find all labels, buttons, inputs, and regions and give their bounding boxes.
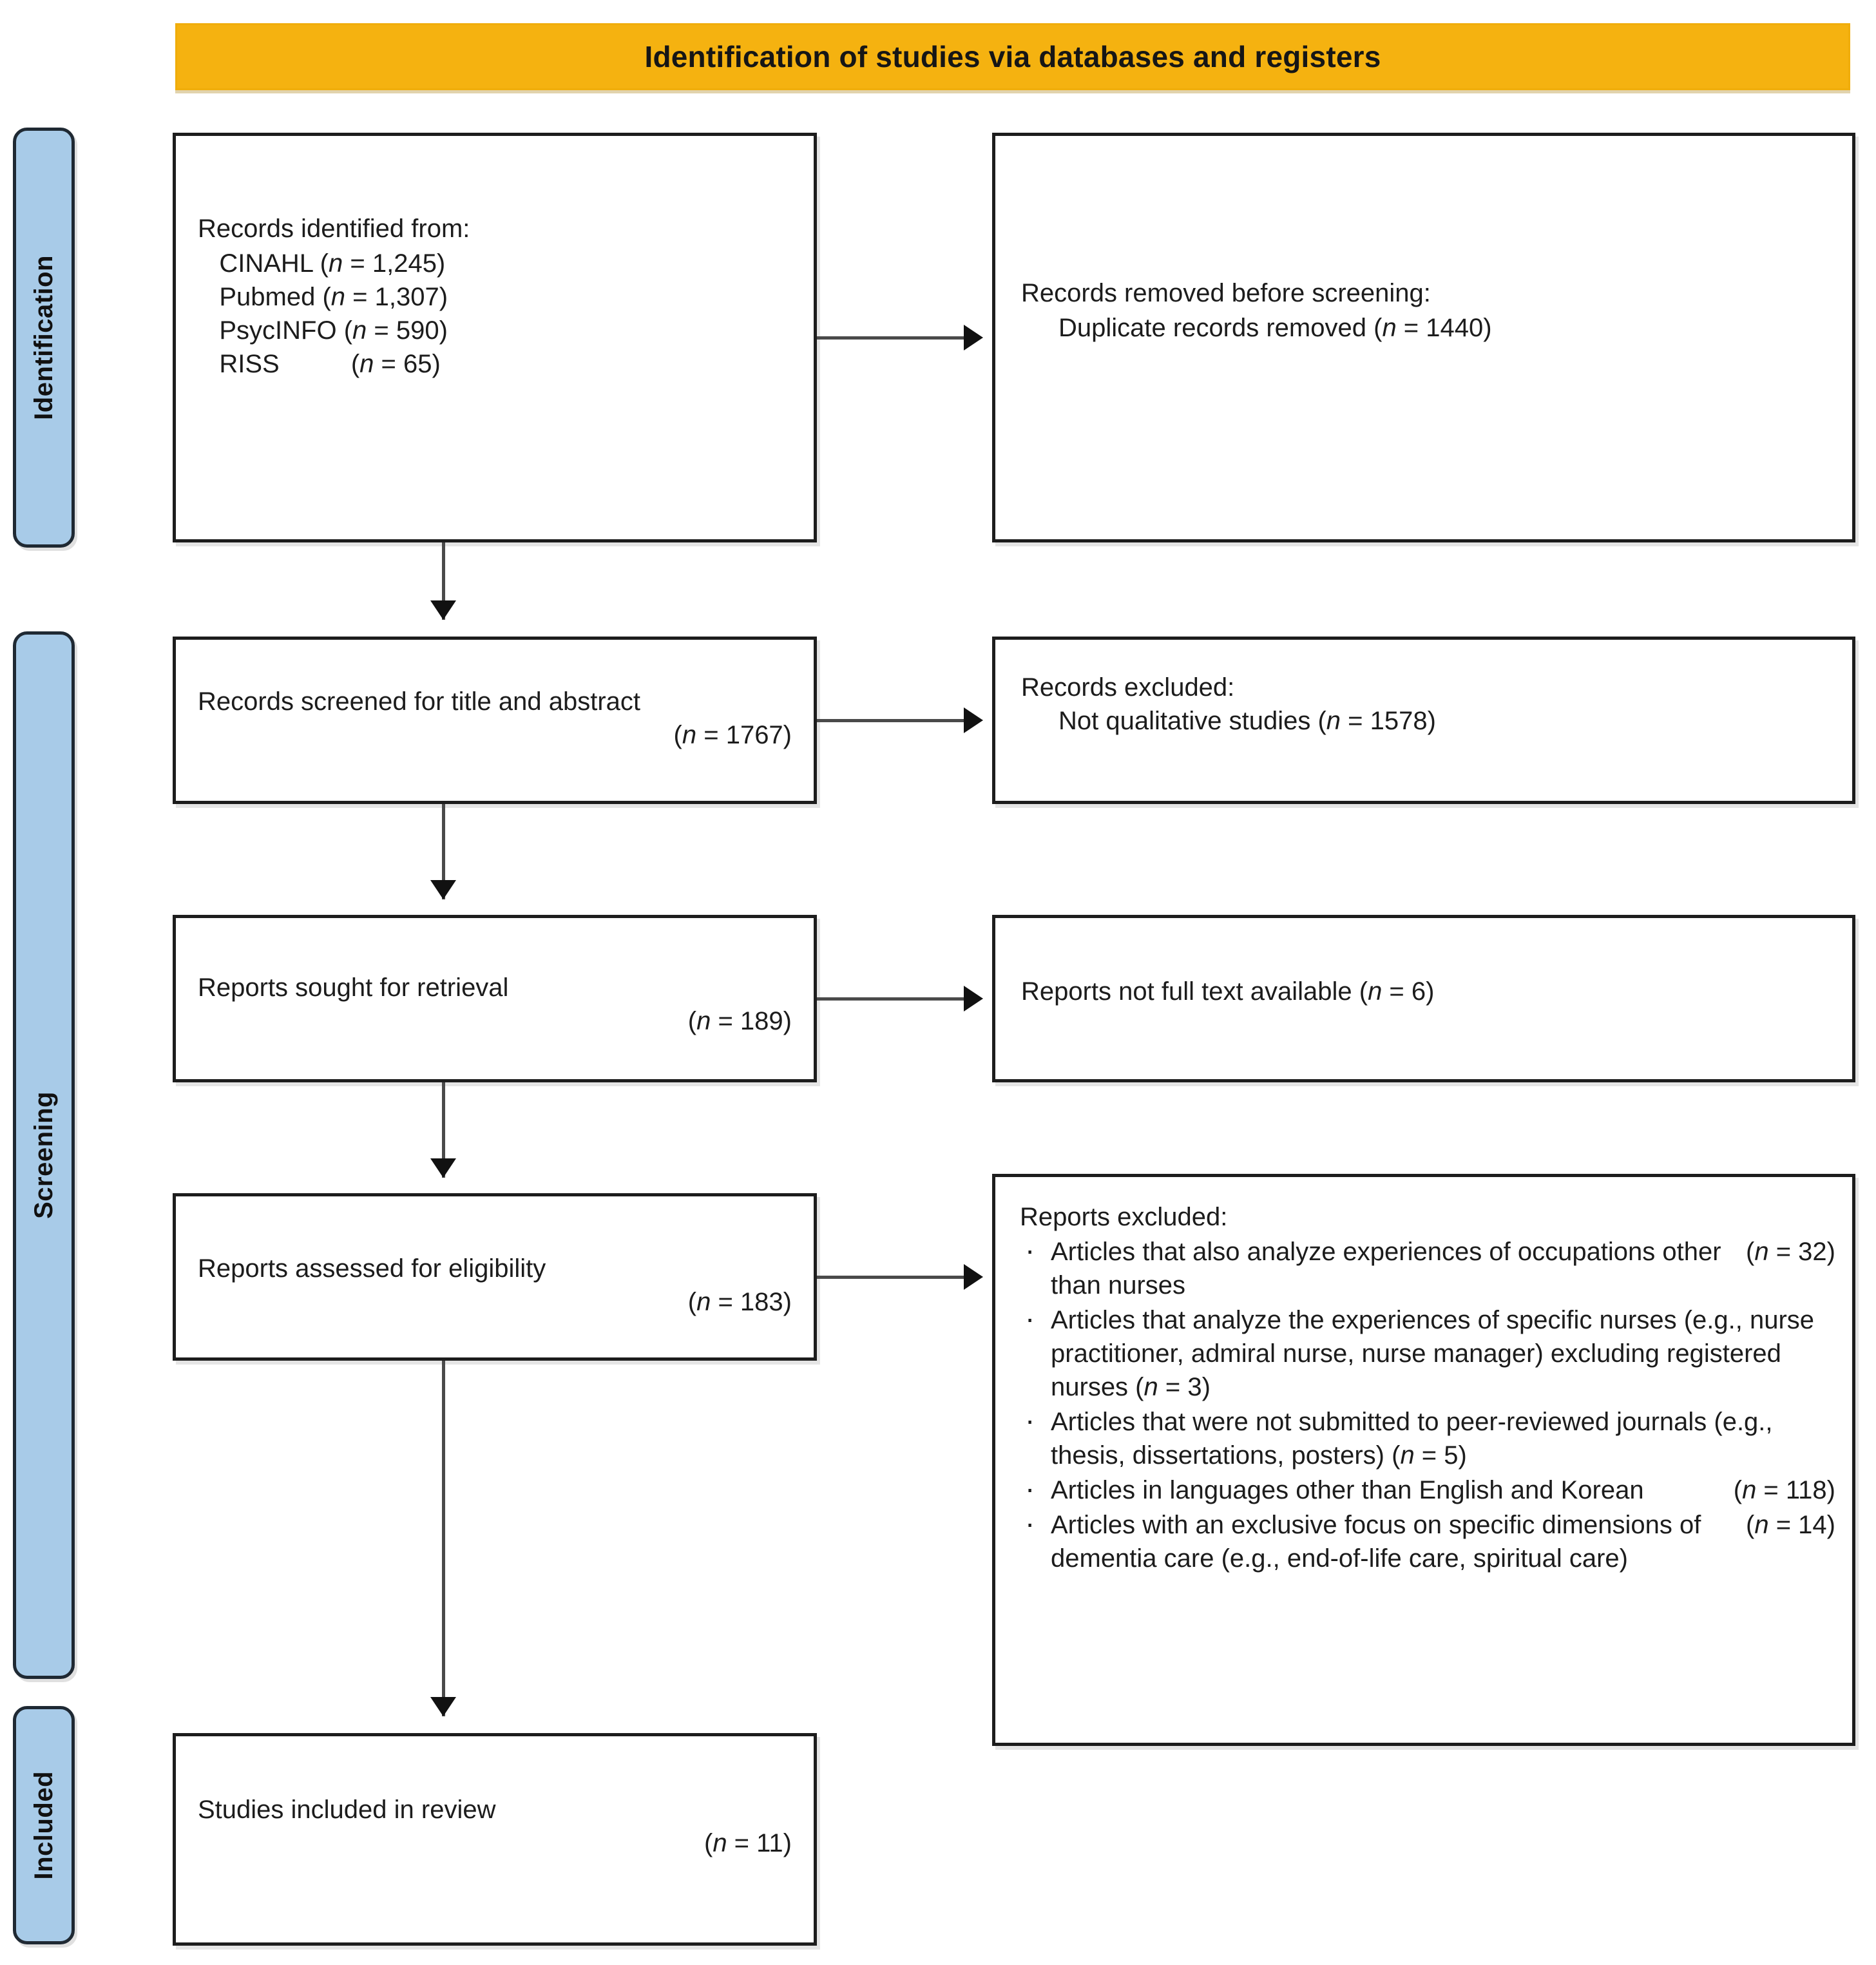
connector-identified-to-removed [817,336,972,340]
box-records-identified: Records identified from: CINAHL (n = 1,2… [173,133,817,542]
reports-sought-label: Reports sought for retrieval [198,973,509,1002]
arrowhead-down-icon [430,1697,456,1716]
stage-label-identification-text: Identification [29,255,58,420]
connector-sought-to-notfulltext [817,997,972,1001]
reports-excluded-heading: Reports excluded: [1020,1203,1228,1231]
reports-excluded-item: (n = 14) Articles with an exclusive focus… [1020,1504,1835,1575]
records-identified-source-riss: RISS (n = 65) [198,350,441,378]
connector-screened-to-excluded [817,719,972,722]
stage-label-included: Included [13,1706,75,1944]
reports-excluded-item-count: (n = 32) [1746,1238,1835,1266]
diagram-header-banner: Identification of studies via databases … [175,23,1850,90]
reports-excluded-item-text: Articles with an exclusive focus on spec… [1051,1511,1701,1573]
reports-excluded-list: (n = 32) Articles that also analyze exper… [1020,1231,1835,1575]
reports-excluded-item-text: Articles in languages other than English… [1051,1476,1644,1504]
reports-eligibility-count: (n = 183) [687,1288,792,1316]
stage-label-screening: Screening [13,631,75,1679]
reports-eligibility-label: Reports assessed for eligibility [198,1254,546,1283]
records-screened-count: (n = 1767) [673,721,792,749]
records-removed-heading: Records removed before screening: [1021,279,1431,307]
records-screened-label: Records screened for title and abstract [198,687,641,716]
arrowhead-down-icon [430,880,456,899]
reports-excluded-item-count: (n = 118) [1733,1476,1835,1504]
connector-sought-to-eligibility [442,1082,445,1178]
reports-not-full-text-label: Reports not full text available (n = 6) [1021,977,1435,1006]
reports-excluded-item-text: Articles that were not submitted to peer… [1051,1408,1773,1470]
reports-excluded-item: (n = 32) Articles that also analyze exper… [1020,1231,1835,1302]
box-records-screened: Records screened for title and abstract … [173,637,817,804]
reports-excluded-item-text: Articles that also analyze experiences o… [1051,1238,1721,1299]
stage-label-screening-text: Screening [29,1091,58,1219]
records-identified-source-cinahl: CINAHL (n = 1,245) [198,249,446,278]
box-records-excluded: Records excluded: Not qualitative studie… [992,637,1855,804]
stage-label-identification: Identification [13,128,75,548]
box-reports-eligibility: Reports assessed for eligibility (n = 18… [173,1193,817,1361]
box-reports-not-full-text: Reports not full text available (n = 6) [992,915,1855,1082]
arrowhead-down-icon [430,600,456,620]
reports-excluded-item-count: (n = 14) [1746,1511,1835,1539]
arrowhead-right-icon [964,986,983,1011]
arrowhead-down-icon [430,1158,456,1178]
box-reports-excluded: Reports excluded: (n = 32) Articles that … [992,1174,1855,1746]
studies-included-label: Studies included in review [198,1796,496,1824]
records-excluded-heading: Records excluded: [1021,673,1235,702]
reports-excluded-item: (n = 118) Articles in languages other tha… [1020,1470,1835,1508]
reports-sought-count: (n = 189) [687,1007,792,1035]
records-removed-detail: Duplicate records removed (n = 1440) [1058,314,1492,342]
arrowhead-right-icon [964,325,983,350]
records-identified-heading: Records identified from: [198,215,470,243]
studies-included-count: (n = 11) [704,1829,792,1857]
connector-eligibility-to-excluded [817,1276,972,1279]
box-studies-included: Studies included in review (n = 11) [173,1733,817,1946]
diagram-title: Identification of studies via databases … [644,40,1381,73]
box-records-removed: Records removed before screening: Duplic… [992,133,1855,542]
reports-excluded-item: Articles that were not submitted to peer… [1020,1401,1835,1472]
records-identified-source-pubmed: Pubmed (n = 1,307) [198,283,448,311]
records-identified-source-psycinfo: PsycINFO (n = 590) [198,316,448,345]
connector-identified-to-screened [442,542,445,620]
arrowhead-right-icon [964,1264,983,1290]
records-excluded-detail: Not qualitative studies (n = 1578) [1058,707,1436,735]
box-reports-sought: Reports sought for retrieval (n = 189) [173,915,817,1082]
reports-excluded-item: Articles that analyze the experiences of… [1020,1299,1835,1404]
connector-screened-to-sought [442,804,445,899]
stage-label-included-text: Included [29,1770,58,1880]
reports-excluded-item-text: Articles that analyze the experiences of… [1051,1306,1815,1401]
connector-eligibility-to-included [442,1361,445,1716]
arrowhead-right-icon [964,707,983,733]
